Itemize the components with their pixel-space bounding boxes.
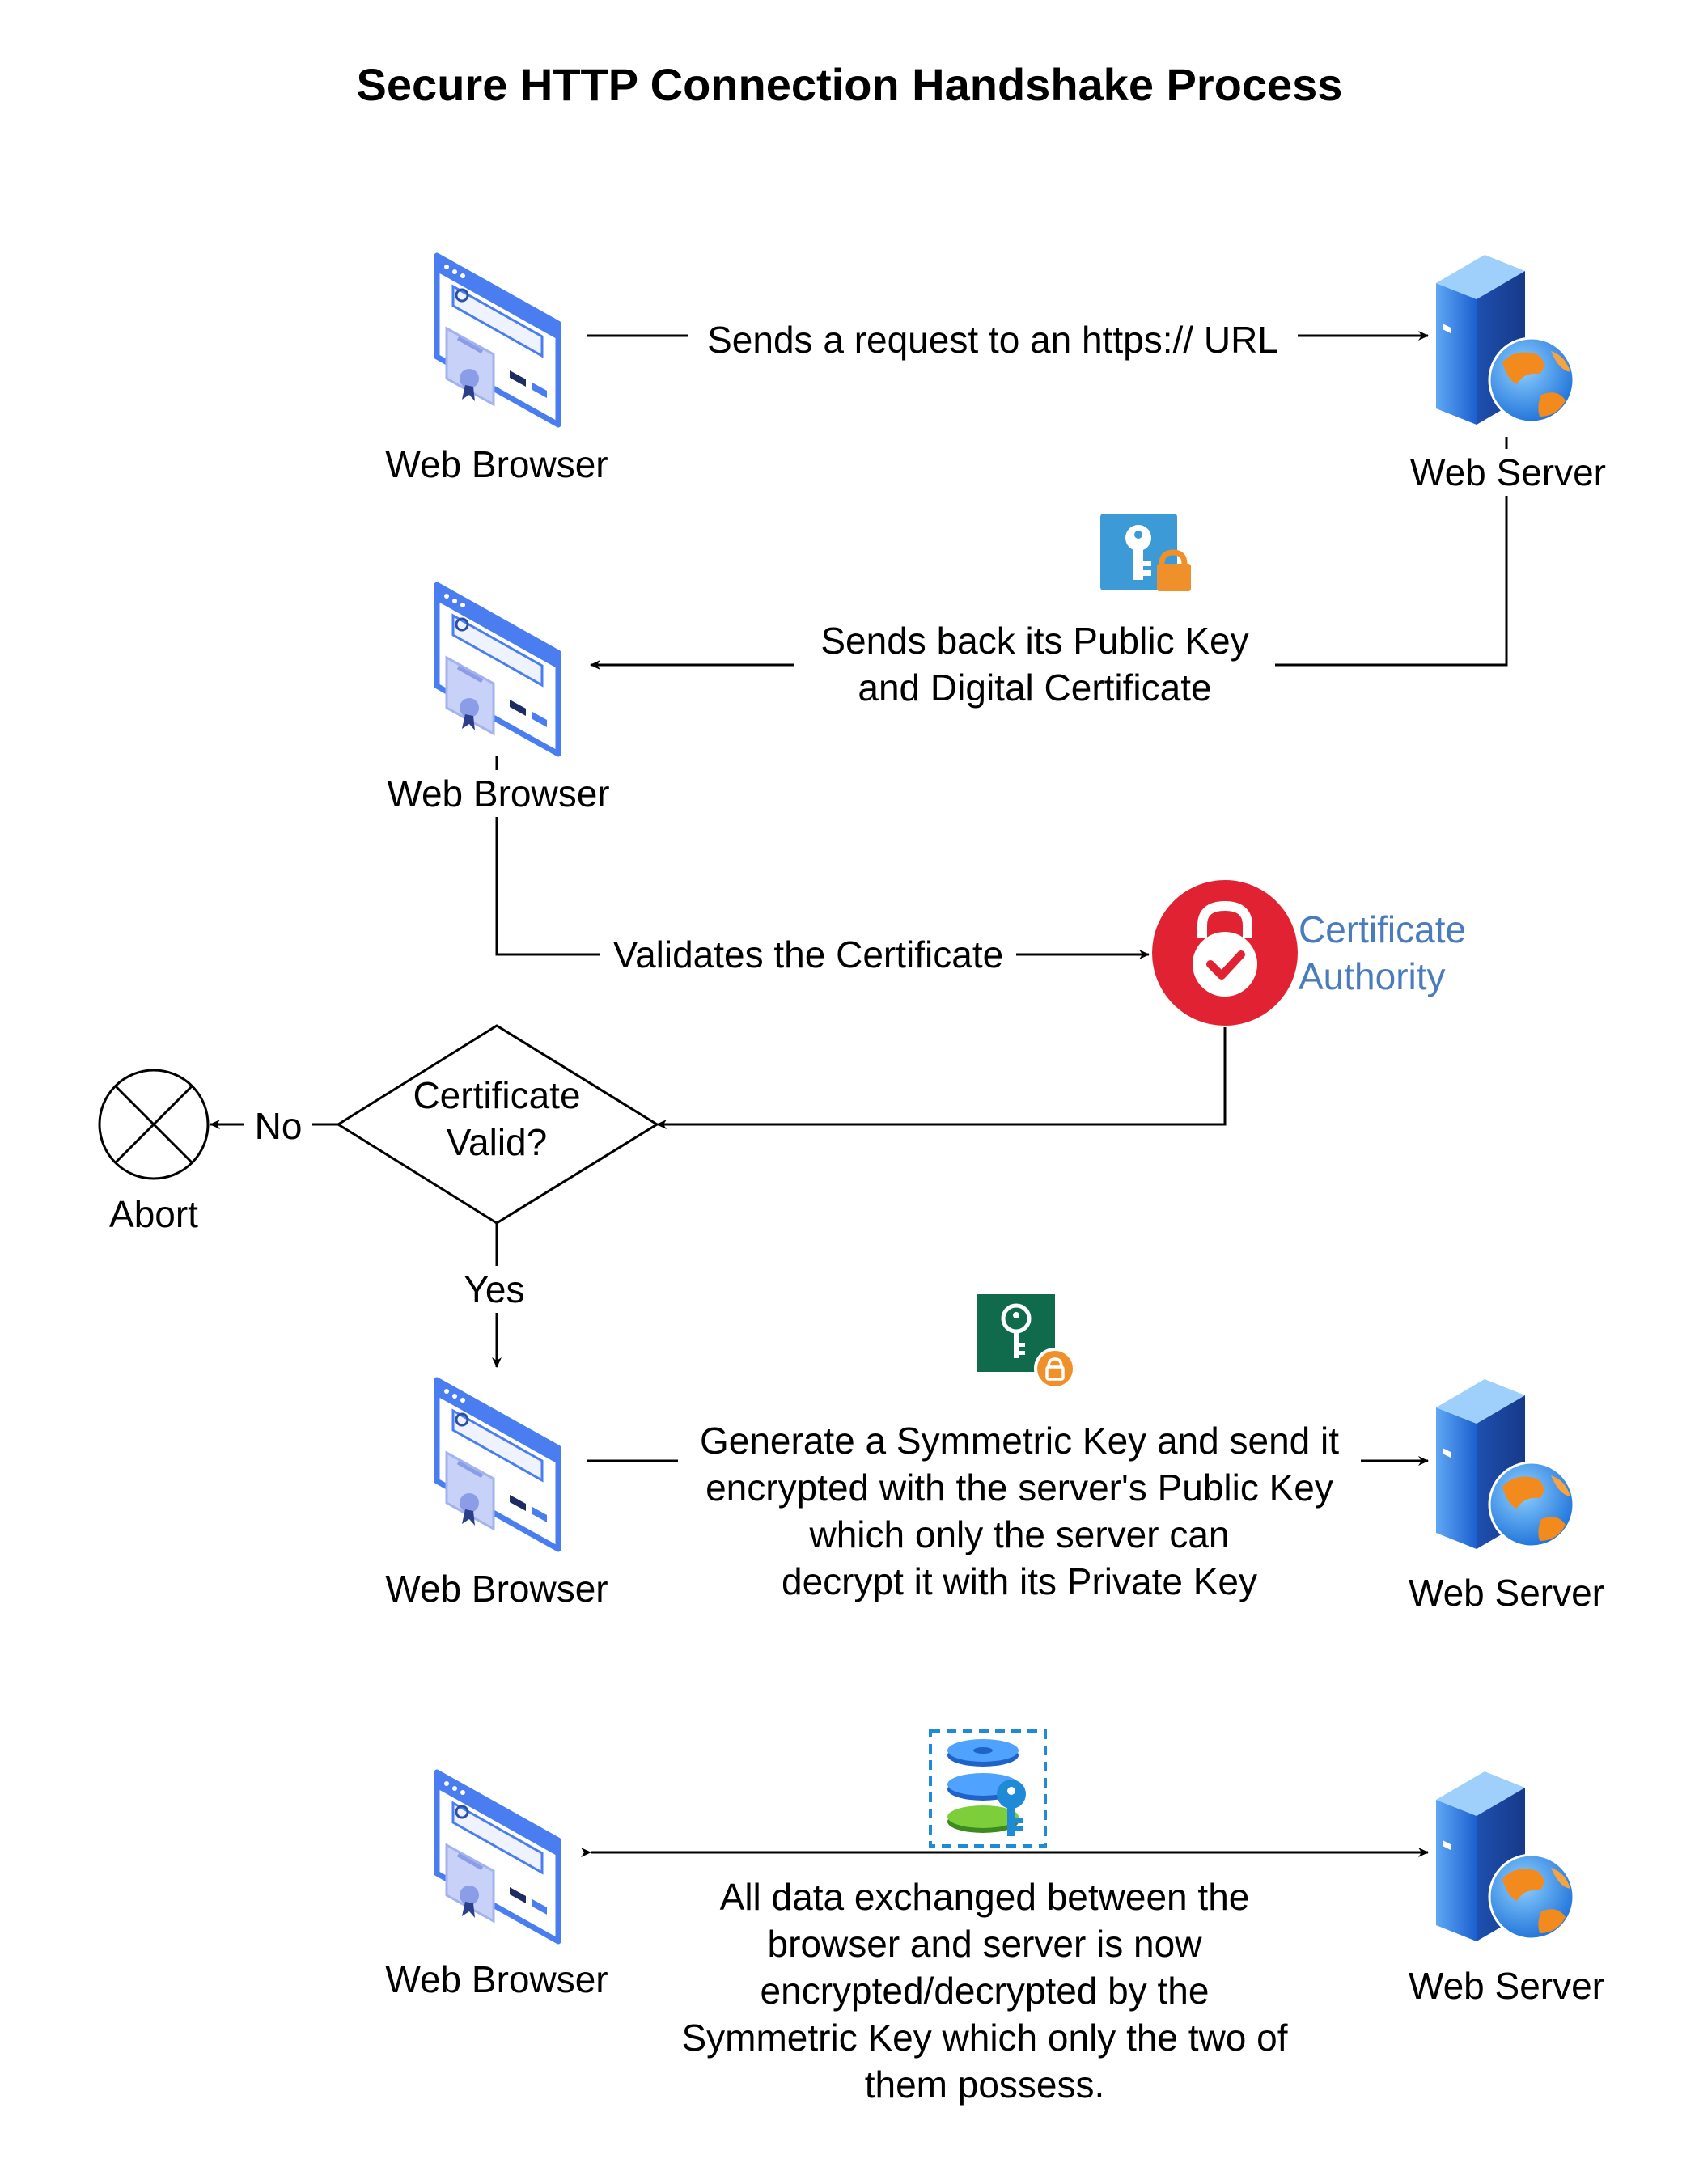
- browser-label: Web Browser: [385, 1568, 608, 1610]
- edge-ca-to-decision: [656, 1027, 1227, 1129]
- exchange-edge-label: All data exchanged between the browser a…: [681, 1876, 1288, 2106]
- server-label: Web Server: [1408, 1572, 1605, 1614]
- browser-label: Web Browser: [385, 1958, 608, 2000]
- yes-edge-label: Yes: [448, 1266, 540, 1313]
- server-label: Web Server: [1408, 1965, 1605, 2007]
- symmetric-key-database-icon: [929, 1729, 1047, 1848]
- padlock-check-icon: [1152, 880, 1298, 1026]
- browser-certificate-icon: [437, 256, 558, 425]
- browser-label: Web Browser: [385, 443, 608, 485]
- web-server-globe-icon: [1434, 253, 1575, 426]
- symmetric-edge-label: Generate a Symmetric Key and send it enc…: [678, 1417, 1361, 1605]
- abort-label: Abort: [109, 1193, 198, 1235]
- x-circle-icon: [98, 1069, 210, 1180]
- private-key-lock-icon: [977, 1294, 1076, 1390]
- server-label: Web Server: [1353, 449, 1663, 496]
- request-edge-label: Sends a request to an https:// URL: [688, 316, 1298, 363]
- diagram-title: Secure HTTP Connection Handshake Process: [356, 59, 1343, 110]
- browser-label: Web Browser: [335, 770, 662, 817]
- validate-edge-label: Validates the Certificate: [600, 931, 1016, 978]
- decision-diamond: [336, 1024, 659, 1225]
- web-server-globe-icon: [1434, 1378, 1575, 1551]
- no-edge-label: No: [244, 1103, 312, 1149]
- public-key-edge-label: Sends back its Public Key and Digital Ce…: [794, 617, 1275, 711]
- key-lock-icon: [1100, 514, 1191, 591]
- browser-certificate-icon: [437, 1380, 558, 1549]
- certificate-authority-label: Certificate Authority: [1299, 908, 1467, 997]
- browser-certificate-icon: [437, 1772, 558, 1941]
- web-server-globe-icon: [1434, 1770, 1575, 1943]
- decision-label: Certificate Valid?: [413, 1074, 581, 1163]
- browser-certificate-icon: [437, 585, 558, 754]
